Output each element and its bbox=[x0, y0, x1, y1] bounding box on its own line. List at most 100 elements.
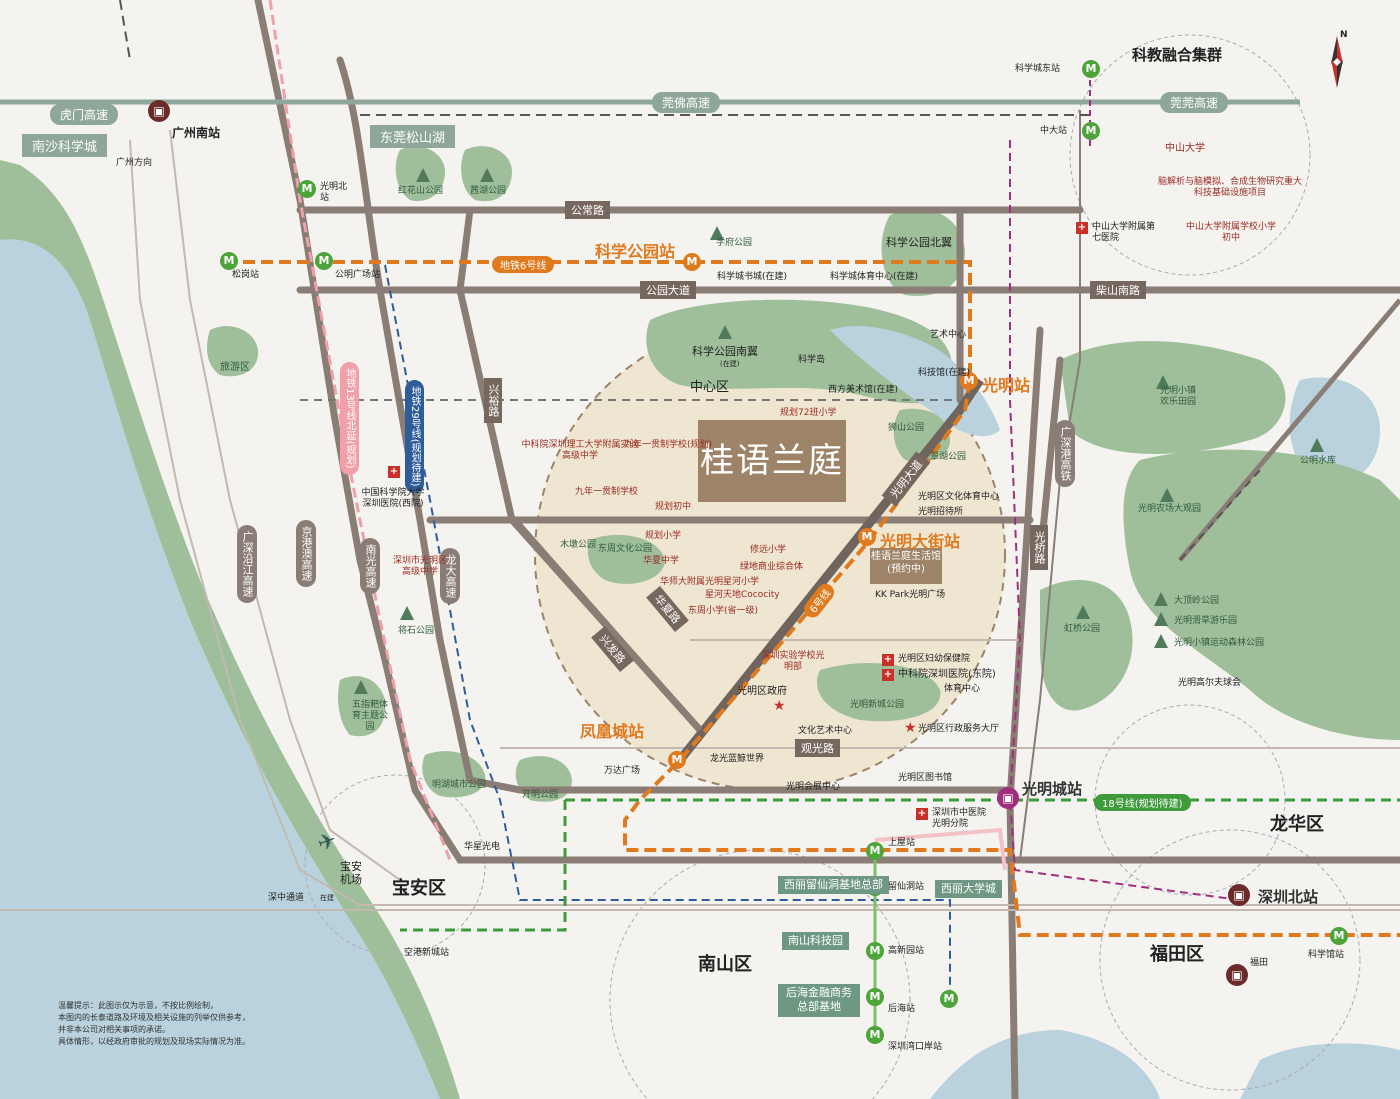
guanfo-highway-label: 莞佛高速 bbox=[652, 92, 721, 113]
jinggangao-highway-label: 京港澳高速 bbox=[296, 520, 316, 587]
facility-label: 东周小学(省一级) bbox=[688, 606, 759, 616]
facility-label: 脑解析与脑模拟、合成生物研究重大科技基础设施项目 bbox=[1157, 177, 1302, 198]
metro-icon: M bbox=[866, 988, 884, 1006]
guangzhou-nan-label: 广州南站 bbox=[172, 126, 221, 140]
tree-icon bbox=[354, 680, 368, 694]
futian-district: 福田区 bbox=[1150, 944, 1204, 965]
train-icon: ▣ bbox=[1226, 964, 1248, 986]
facility-label: 龙光蓝鲸世界 bbox=[710, 754, 765, 764]
shenzhenwan-label: 深圳湾口岸站 bbox=[888, 1042, 943, 1052]
cluster-label: 科教融合集群 bbox=[1132, 46, 1223, 64]
facility-label: 中科院深圳理工大学附属实验高级中学 bbox=[521, 440, 639, 461]
metro-icon: M bbox=[1082, 60, 1100, 78]
green-area-e bbox=[1123, 449, 1400, 740]
pink-line-south bbox=[874, 827, 1007, 871]
park-label: 狮山公园 bbox=[888, 423, 925, 433]
chaishan-road-label: 柴山南路 bbox=[1090, 281, 1146, 299]
metro-icon: M bbox=[866, 942, 884, 960]
train-icon: ▣ bbox=[1228, 884, 1250, 906]
metro-icon: M bbox=[1082, 122, 1100, 140]
train-icon: ▣ bbox=[148, 100, 170, 122]
facility-label: 中山大学附属第七医院 bbox=[1092, 222, 1156, 243]
park-label: 木墩公园 bbox=[560, 540, 597, 550]
park-label: 五指耙体育主题公园 bbox=[351, 700, 388, 732]
guanguan-highway-label: 莞莞高速 bbox=[1160, 92, 1229, 113]
facility-label: 华师大附属光明星河小学 bbox=[660, 577, 760, 587]
facility-label: 规划小学 bbox=[645, 531, 682, 541]
guangming-bei-label: 光明北站 bbox=[320, 182, 348, 203]
metro-icon: M bbox=[668, 751, 686, 769]
bay-water-2 bbox=[1240, 1043, 1400, 1099]
sea-area bbox=[0, 239, 440, 1099]
houhai-jinrong-box: 后海金融商务总部基地 bbox=[778, 984, 860, 1017]
facility-label: 深圳实验学校光明部 bbox=[761, 651, 825, 672]
xingfa-road bbox=[512, 518, 703, 732]
nanshan-keji-box: 南山科技园 bbox=[782, 932, 849, 951]
humen-highway-label: 虎门高速 bbox=[50, 104, 119, 125]
project-sub-note: (预约中) bbox=[887, 564, 925, 575]
konggang-label: 空港新城站 bbox=[404, 948, 450, 958]
tree-icon bbox=[1160, 488, 1174, 502]
metro-icon: M bbox=[220, 252, 238, 270]
green-area-wuzhipa bbox=[338, 676, 386, 737]
line29-label: 地铁29号线(规划待建) bbox=[405, 380, 424, 493]
park-label: 光明农场大观园 bbox=[1138, 504, 1202, 514]
facility-label: 深圳市光明区高级中学 bbox=[392, 556, 447, 577]
hospital-icon: + bbox=[882, 669, 894, 681]
tree-icon bbox=[1156, 375, 1170, 389]
hospital-icon: + bbox=[1076, 222, 1088, 234]
metro-icon: M bbox=[1330, 927, 1348, 945]
songshan-label: 东莞松山湖 bbox=[370, 125, 456, 148]
airport-circle bbox=[304, 774, 486, 956]
metro-icon: M bbox=[960, 372, 978, 390]
park-label: 茜湖公园 bbox=[470, 186, 507, 196]
line6-label: 地铁6号线 bbox=[492, 256, 555, 273]
park-label: 光明滑草游乐园 bbox=[1174, 616, 1238, 626]
facility-label: 九年一贯制学校(规划) bbox=[624, 440, 713, 450]
coastal-green bbox=[0, 160, 460, 1099]
metro-icon: M bbox=[940, 990, 958, 1008]
park-label: 将石公园 bbox=[398, 626, 435, 636]
metro-icon: M bbox=[315, 252, 333, 270]
facility-label: 光明区政府 bbox=[737, 686, 787, 697]
songgang-label: 松岗站 bbox=[232, 270, 260, 280]
science-park-north bbox=[881, 209, 965, 296]
facility-label: 中山大学附属学校小学初中 bbox=[1186, 222, 1277, 243]
gongming-label: 公明广场站 bbox=[335, 270, 381, 280]
kexue-gongyuan-label: 科学公园站 bbox=[595, 242, 676, 261]
cluster-circle bbox=[1069, 34, 1311, 276]
project-sub-box: 桂语兰庭生活馆(预约中) bbox=[870, 548, 942, 584]
metro-icon: M bbox=[858, 528, 876, 546]
gaotie-label: 广深港高铁 bbox=[1055, 420, 1075, 487]
facility-label: 规划72班小学 bbox=[780, 408, 837, 418]
park-label: 红花山公园 bbox=[398, 186, 444, 196]
kexueguan-label: 科学馆站 bbox=[1308, 950, 1345, 960]
facility-label: 深圳市中医院光明分院 bbox=[932, 808, 987, 829]
guangming-station-label: 光明站 bbox=[982, 376, 1031, 395]
green-area-ne bbox=[1060, 341, 1286, 454]
metro-line-13 bbox=[268, 0, 452, 861]
shenzhen-bei-label: 深圳北站 bbox=[1258, 888, 1319, 906]
guanguang-road-label: 观光路 bbox=[795, 739, 840, 757]
park-label: 科学公园北翼 bbox=[886, 236, 952, 249]
metro-icon: M bbox=[866, 842, 884, 860]
facility-label: 光明区图书馆 bbox=[898, 773, 953, 783]
disclaimer: 温馨提示：此图示仅为示意，不按比例绘制， 本图内的长泰道路及环境及相关设施的列举… bbox=[58, 1001, 250, 1046]
park-label: 公明水库 bbox=[1300, 456, 1337, 466]
park-label: 光明新城公园 bbox=[850, 700, 905, 710]
facility-label: 中科院深圳医院(东院) bbox=[898, 669, 996, 680]
facility-label: 西方美术馆(在建) bbox=[828, 385, 899, 395]
yanjiang-highway-label: 广深沿江高速 bbox=[237, 525, 257, 603]
kexuecheng-dong-label: 科学城东站 bbox=[1015, 64, 1061, 74]
facility-label: 艺术中心 bbox=[930, 330, 967, 340]
facility-label: 体育中心 bbox=[944, 684, 981, 694]
compass-north-label: N bbox=[1340, 30, 1348, 40]
park-label: 学府公园 bbox=[716, 238, 753, 248]
minor-roads bbox=[0, 129, 1400, 911]
park-label: 科学公园南翼 bbox=[692, 345, 758, 358]
longda-highway-label: 龙大高速 bbox=[440, 548, 460, 604]
park-label: 光明小镇运动森林公园 bbox=[1174, 638, 1265, 648]
park-label: 明湖城市公园 bbox=[432, 780, 487, 790]
shangwu-label: 上屋站 bbox=[888, 838, 916, 848]
